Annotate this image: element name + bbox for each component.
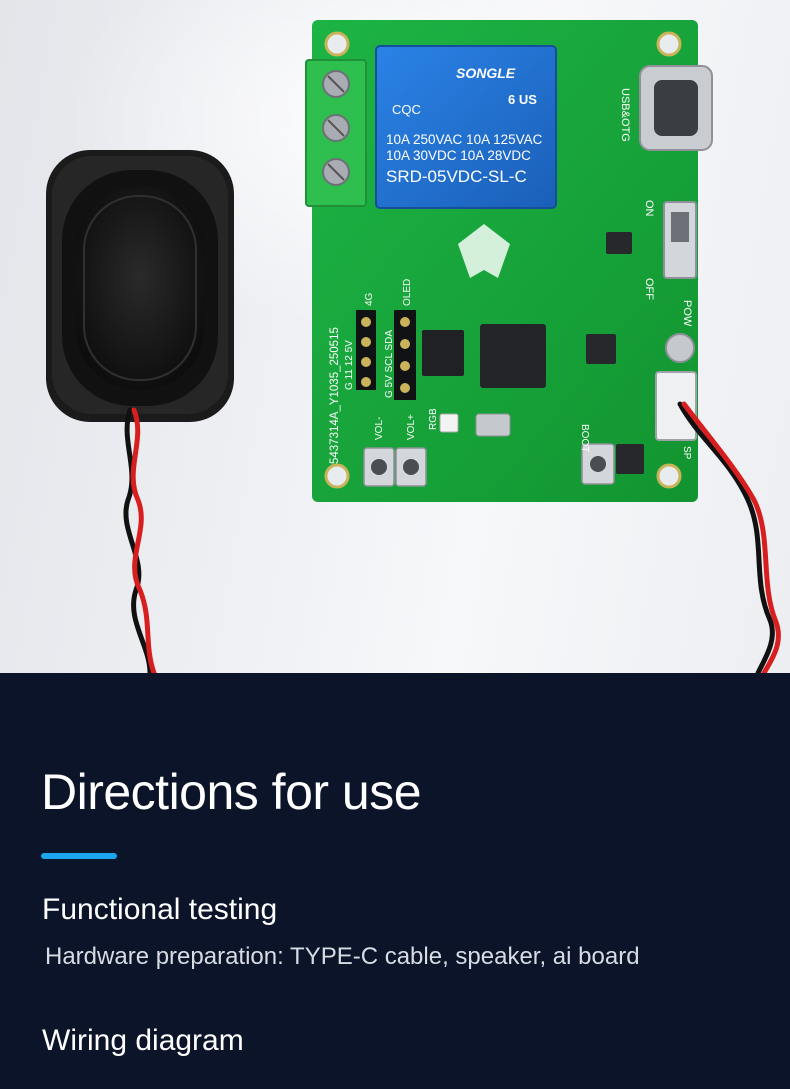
label-pins-oled: G 5V SCL SDA <box>384 330 395 398</box>
label-pins-4g: G 11 12 5V <box>344 340 355 390</box>
relay-ul-mark: 6 US <box>508 92 537 107</box>
label-usb: USB&OTG <box>619 88 631 142</box>
label-header-4g: 4G <box>364 292 375 306</box>
speaker <box>46 150 234 422</box>
label-header-oled: OLED <box>402 279 413 306</box>
label-vol-plus: VOL+ <box>406 414 417 440</box>
product-illustration: SONGLE CQC 6 US 10A 250VAC 10A 125VAC 10… <box>46 20 781 673</box>
label-switch-on: ON <box>643 200 655 217</box>
relay-brand: SONGLE <box>456 65 516 81</box>
page-title: Directions for use <box>41 764 422 820</box>
speaker-wire <box>123 407 157 673</box>
board-speaker-wire <box>677 401 781 673</box>
label-vol-minus: VOL- <box>374 417 385 440</box>
section-title-wiring-diagram: Wiring diagram <box>42 1024 244 1057</box>
label-speaker: SP <box>681 446 692 460</box>
label-boot: BOOT <box>579 424 590 452</box>
hardware-preparation-text: Hardware preparation: TYPE-C cable, spea… <box>45 943 640 970</box>
relay-ratings-2: 10A 30VDC 10A 28VDC <box>386 148 531 163</box>
relay-model: SRD-05VDC-SL-C <box>386 167 527 186</box>
label-serial: 5437314A_Y1035_250515 <box>329 327 341 464</box>
product-photo: SONGLE CQC 6 US 10A 250VAC 10A 125VAC 10… <box>0 0 790 673</box>
title-accent-bar <box>41 853 117 859</box>
label-switch-off: OFF <box>643 278 655 300</box>
section-title-functional-testing: Functional testing <box>42 893 278 926</box>
relay-cert-marks: CQC <box>392 102 421 117</box>
directions-panel: Directions for use Functional testing Ha… <box>0 673 790 1089</box>
label-rgb: RGB <box>428 408 439 430</box>
relay-ratings-1: 10A 250VAC 10A 125VAC <box>386 132 543 147</box>
pcb-board <box>305 20 713 502</box>
label-power-led: POW <box>681 300 693 327</box>
